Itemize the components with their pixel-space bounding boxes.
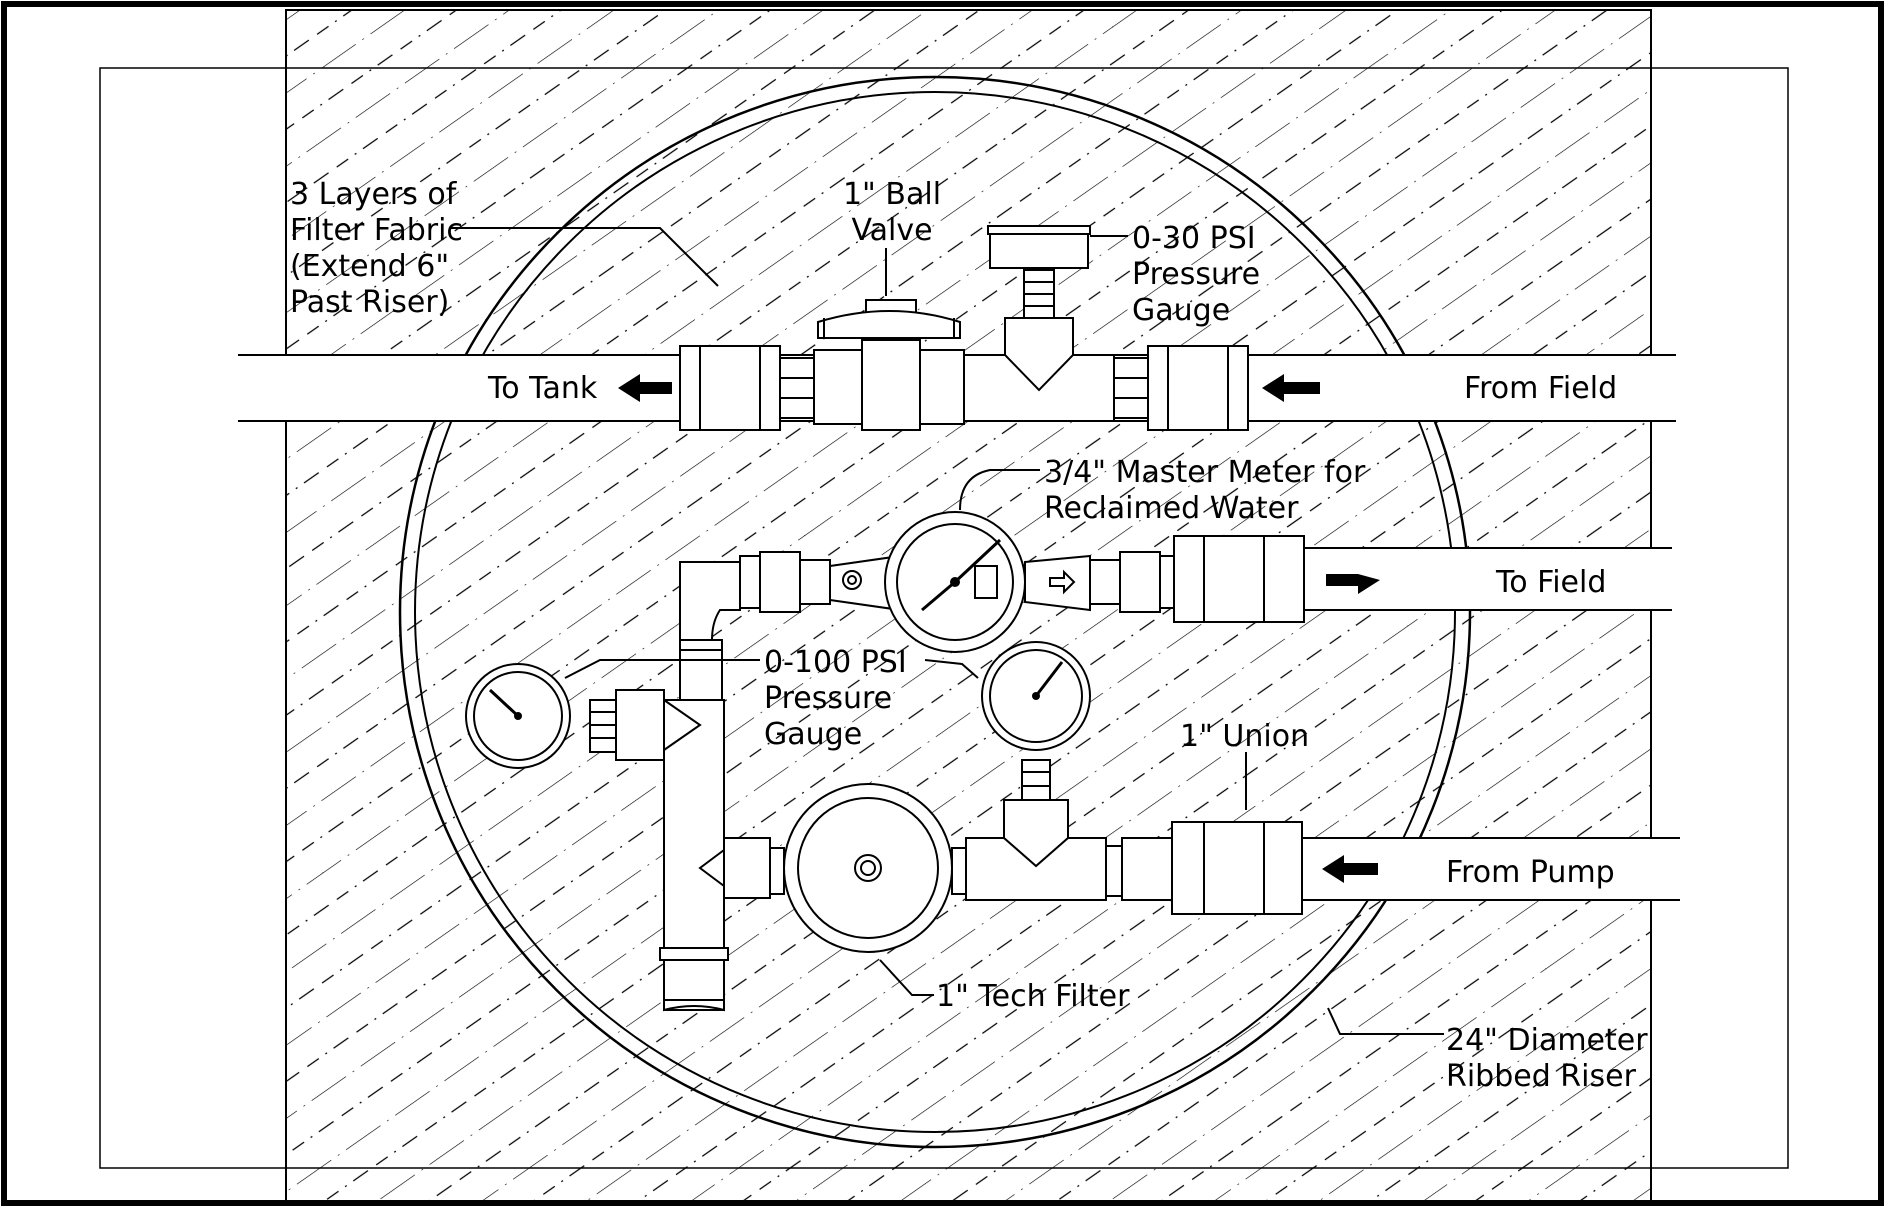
gauge-100-label-1: 0-100 PSI [764,645,907,680]
top-pipe-line [238,225,1676,431]
ball-valve-label-1: 1" Ball [843,177,941,212]
top-right-union [1147,345,1249,431]
filter-fabric-label-4: Past Riser) [290,285,449,320]
pump-line [769,641,1680,953]
union-label: 1" Union [1180,719,1309,754]
meter-line [679,511,1672,653]
master-meter-label-1: 3/4" Master Meter for [1044,455,1366,490]
from-field-label: From Field [1464,371,1617,406]
to-tank-arrow [618,374,672,402]
from-pump-label: From Pump [1446,855,1615,890]
gauge-30-label-3: Gauge [1132,293,1230,328]
riser-label-1: 24" Diameter [1446,1023,1648,1058]
to-field-arrow [1326,574,1380,594]
gauge-30-psi [989,231,1089,269]
gauge-30-label-2: Pressure [1132,257,1260,292]
riser-label-2: Ribbed Riser [1446,1059,1637,1094]
riser-outer-wall [398,75,1472,1149]
to-field-label: To Field [1495,565,1606,600]
leader-lines [450,227,1444,1035]
left-riser-assembly [465,639,771,1012]
ball-valve-label-2: Valve [851,213,932,248]
meter-union [1173,535,1305,623]
top-left-union [679,345,781,431]
from-field-arrow [1262,374,1320,402]
gauge-100-label-2: Pressure [764,681,892,716]
callout-labels: 3 Layers of Filter Fabric (Extend 6" Pas… [290,177,1648,1094]
tech-filter-label: 1" Tech Filter [936,979,1130,1014]
to-tank-label: To Tank [487,371,598,406]
pump-union [1171,821,1303,915]
vertical-tee [663,699,725,961]
gauge-30-label-1: 0-30 PSI [1132,221,1256,256]
from-pump-arrow [1322,855,1378,883]
riser-inner-wall [414,91,1456,1133]
filter-fabric-extent [99,67,1789,1169]
ball-valve-handle [817,310,961,339]
filter-fabric-label-1: 3 Layers of [290,177,458,212]
filter-fabric-label-2: Filter Fabric [290,213,463,248]
gauge-100-label-3: Gauge [764,717,862,752]
master-meter-label-2: Reclaimed Water [1044,491,1299,526]
filter-fabric-label-3: (Extend 6" [290,249,449,284]
